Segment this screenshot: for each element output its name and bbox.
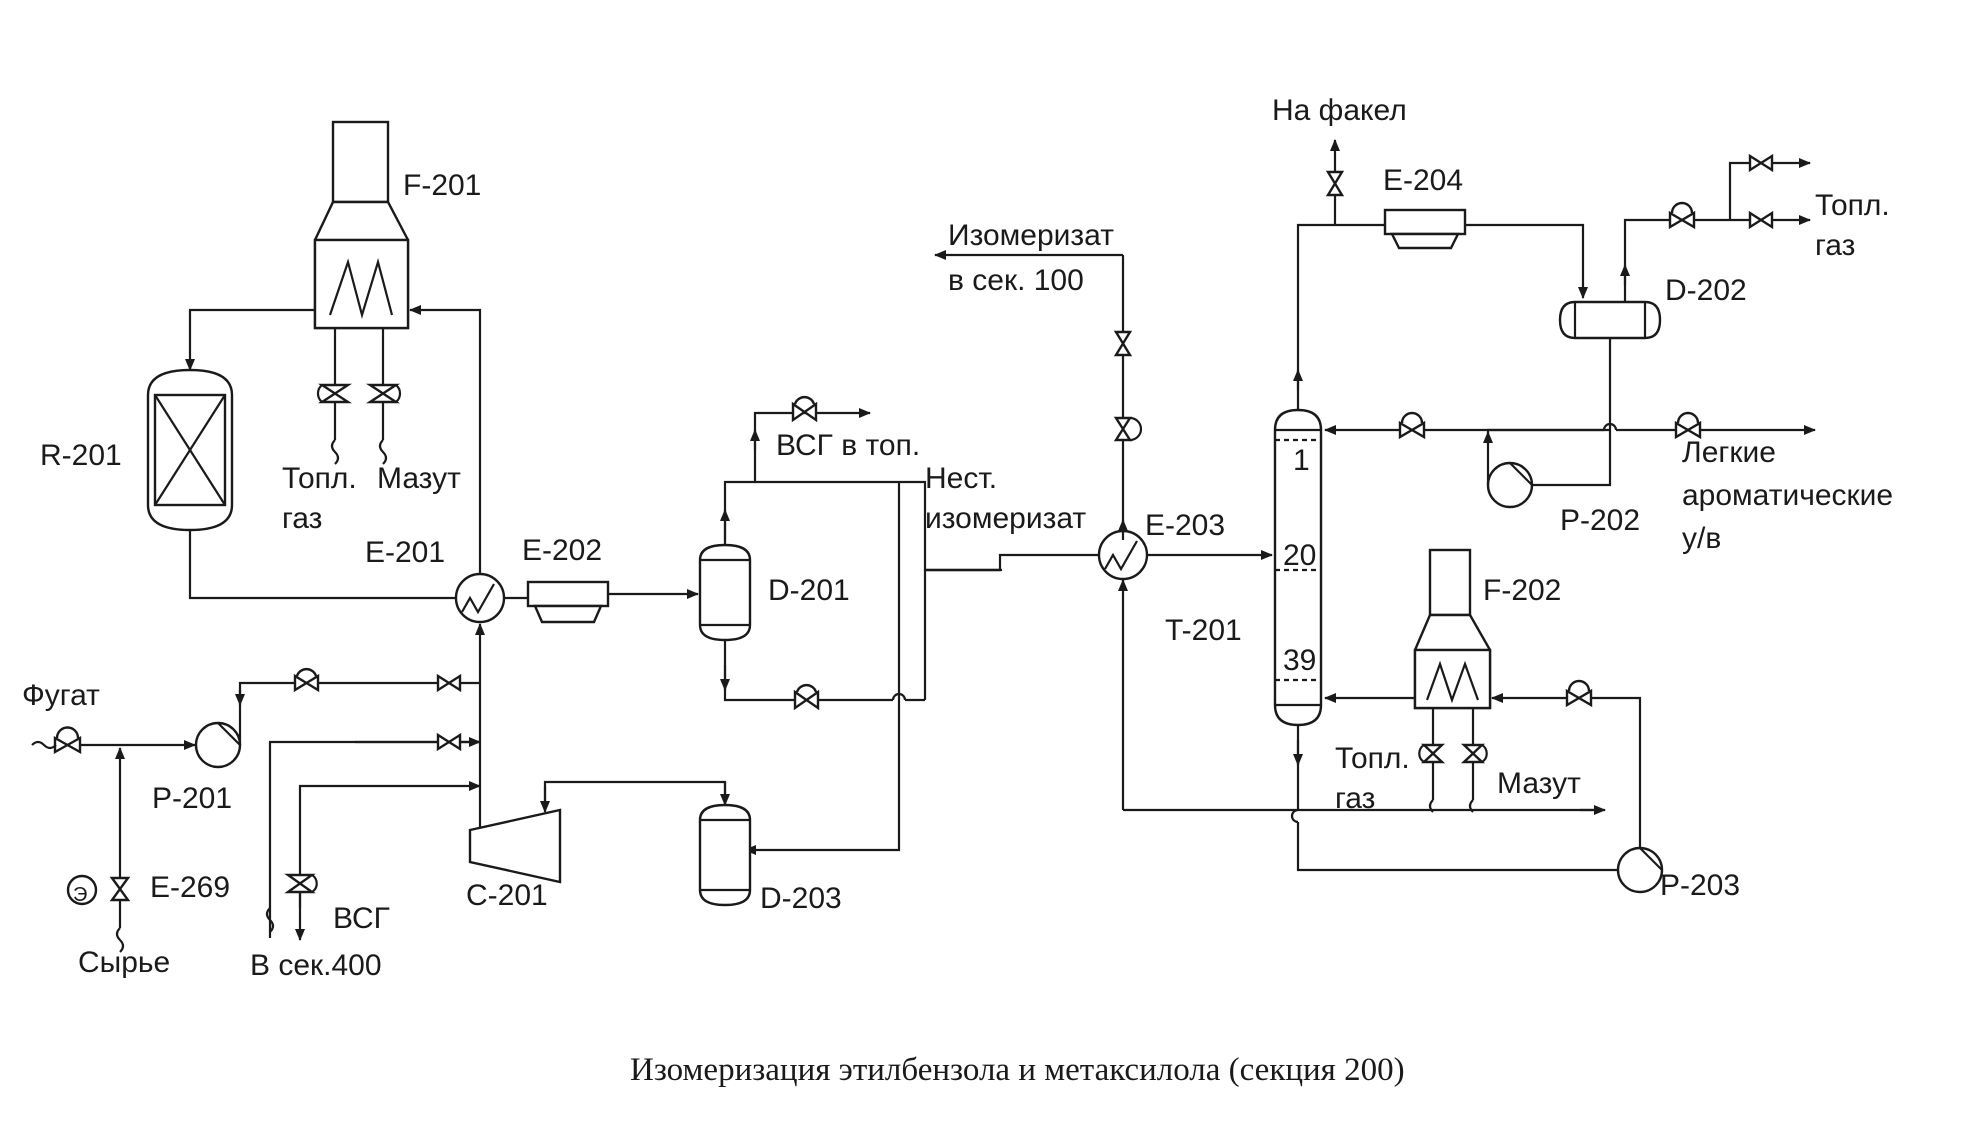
gate-valve-icon — [1748, 153, 1774, 173]
control-valve-icon — [1460, 743, 1488, 764]
label-legkie-1: Легкие — [1682, 436, 1776, 469]
svg-text:Э: Э — [73, 884, 87, 906]
label-izomerizat: изомеризат — [925, 502, 1086, 535]
line-d203-to-c201 — [543, 780, 727, 810]
line-d202-to-p202 — [1530, 338, 1612, 487]
label-fuel-gas-2: Топл. — [1335, 742, 1410, 775]
air-cooler-e204 — [1383, 208, 1467, 250]
gate-valve-icon — [1113, 330, 1133, 357]
label-e269: E-269 — [150, 871, 230, 904]
label-mazut-2: Мазут — [1497, 767, 1581, 800]
label-e204: E-204 — [1383, 164, 1463, 197]
label-v-sek400: В сек.400 — [250, 949, 382, 982]
pump-p202 — [1486, 461, 1534, 509]
label-e202: E-202 — [522, 534, 602, 567]
label-syrie: Сырье — [78, 946, 170, 979]
label-r201: R-201 — [40, 439, 122, 472]
tray-20: 20 — [1283, 539, 1316, 572]
pump-p203 — [1616, 846, 1664, 894]
control-valve-icon — [1565, 679, 1593, 708]
control-valve-icon — [1113, 416, 1143, 442]
control-valve-icon — [316, 383, 353, 404]
label-c201: C-201 — [466, 879, 548, 912]
control-valve-icon — [1398, 411, 1426, 440]
line-f201-to-r201 — [185, 308, 315, 371]
label-vsg-to-fuel: ВСГ в топ. — [776, 429, 920, 462]
label-p202: P-202 — [1560, 504, 1640, 537]
furnace-f201 — [313, 120, 410, 330]
label-fugat: Фугат — [22, 679, 100, 712]
control-valve-icon — [793, 683, 820, 711]
separator-d203 — [698, 803, 752, 907]
line-r201-to-e201 — [188, 530, 471, 603]
control-valve-icon — [1418, 743, 1446, 764]
label-e203: E-203 — [1145, 509, 1225, 542]
gate-valve-icon — [109, 876, 131, 902]
control-valve-icon — [1674, 411, 1702, 440]
label-legkie-3: у/в — [1682, 522, 1721, 555]
label-d203: D-203 — [760, 882, 842, 915]
label-izomerizat-out-2: в сек. 100 — [948, 264, 1084, 297]
compressor-c201 — [468, 808, 562, 884]
control-valve-icon — [293, 667, 320, 693]
label-p203: P-203 — [1660, 869, 1740, 902]
label-d201: D-201 — [768, 574, 850, 607]
gate-valve-icon — [1325, 170, 1345, 197]
tray-1: 1 — [1293, 444, 1310, 477]
label-mazut-1: Мазут — [377, 462, 461, 495]
tray-39: 39 — [1283, 644, 1316, 677]
label-topl-gaz-out-2: газ — [1815, 229, 1855, 262]
label-f202: F-202 — [1483, 574, 1561, 607]
label-vsg: ВСГ — [333, 902, 390, 935]
control-valve-icon — [791, 395, 818, 423]
gate-valve-icon — [436, 732, 462, 752]
air-cooler-e202 — [526, 580, 610, 624]
line-e201-to-f201 — [409, 305, 482, 575]
control-valve-icon — [365, 383, 402, 404]
label-legkie-2: ароматические — [1682, 479, 1893, 512]
reactor-r201 — [146, 368, 234, 532]
label-e201: E-201 — [365, 536, 445, 569]
heat-exchanger-e201 — [454, 572, 506, 624]
label-d202: D-202 — [1665, 274, 1747, 307]
furnace-f202 — [1413, 548, 1492, 710]
label-nest: Нест. — [925, 462, 997, 495]
gate-valve-icon — [1748, 210, 1774, 230]
line-to-d203 — [744, 482, 901, 855]
pump-p201 — [194, 721, 242, 769]
gate-valve-icon — [436, 673, 462, 693]
control-valve-icon — [1668, 201, 1696, 230]
label-izomerizat-out-1: Изомеризат — [948, 219, 1114, 252]
control-valve-icon — [53, 726, 82, 755]
separator-d201 — [698, 543, 752, 642]
label-gas-1: газ — [282, 502, 322, 535]
label-p201: P-201 — [152, 782, 232, 815]
label-na-fakel: На факел — [1272, 94, 1407, 127]
control-valve-icon — [284, 873, 318, 894]
label-f201: F-201 — [403, 169, 481, 202]
label-t201: T-201 — [1165, 614, 1242, 647]
column-t201 — [1273, 408, 1323, 727]
figure-caption: Изомеризация этилбензола и метаксилола (… — [630, 1052, 1405, 1088]
reflux-drum-d202 — [1558, 300, 1662, 340]
label-topl-gaz-out-1: Топл. — [1815, 189, 1890, 222]
motor-e269: Э — [66, 874, 98, 906]
label-fuel-gas-1: Топл. — [282, 462, 357, 495]
line-vsg-to-fuel — [753, 408, 871, 482]
